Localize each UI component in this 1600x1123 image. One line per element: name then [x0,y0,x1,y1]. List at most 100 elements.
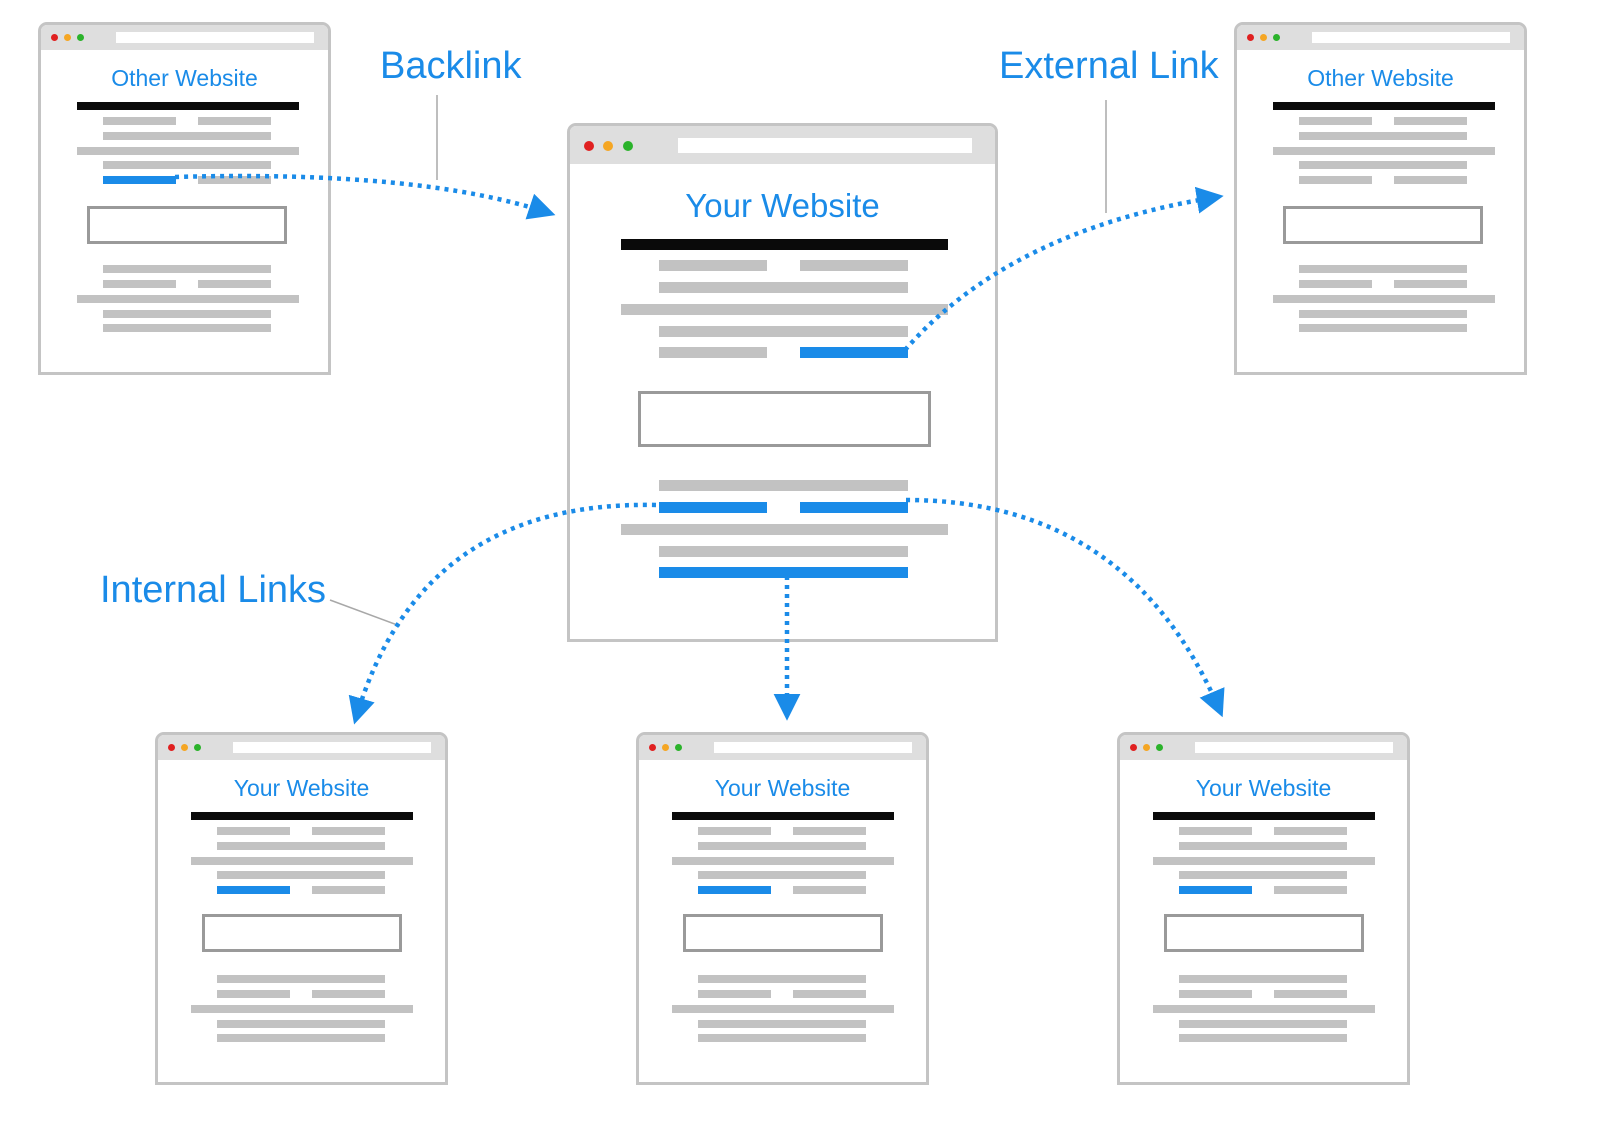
text-line [659,326,908,337]
close-dot-icon [1130,744,1137,751]
text-line [1179,990,1252,998]
your-website-window-main: Your Website [567,123,998,642]
text-line [1179,1034,1347,1042]
internal-link-anchor-right[interactable] [800,502,908,513]
browser-chrome [639,735,926,760]
window-title: Other Website [111,65,258,91]
address-bar [1312,32,1510,43]
text-line [800,260,908,271]
text-line [217,827,290,835]
internal-links-leader-line [329,599,401,627]
text-line [1273,147,1495,155]
text-line [77,147,299,155]
content-box [87,206,287,244]
text-line [198,117,271,125]
maximize-dot-icon [1273,34,1280,41]
browser-chrome [1120,735,1407,760]
heading-bar [621,239,948,250]
close-dot-icon [51,34,58,41]
browser-chrome [41,25,328,50]
browser-chrome [158,735,445,760]
text-line [1273,295,1495,303]
other-website-window-left: Other Website [38,22,331,375]
text-line [1153,857,1375,865]
text-line [659,546,908,557]
text-line [103,117,176,125]
text-line [659,347,767,358]
backlink-anchor[interactable] [103,176,176,184]
text-line [217,975,385,983]
text-line [698,975,866,983]
close-dot-icon [168,744,175,751]
text-line [698,1034,866,1042]
text-line [1299,176,1372,184]
external-link-label: External Link [999,45,1219,87]
text-line [217,842,385,850]
text-line [103,310,271,318]
text-line [312,886,385,894]
close-dot-icon [649,744,656,751]
text-line [1299,265,1467,273]
text-line [621,524,948,535]
text-line [217,871,385,879]
maximize-dot-icon [77,34,84,41]
text-line [103,324,271,332]
external-link-anchor[interactable] [800,347,908,358]
text-line [198,280,271,288]
heading-bar [1153,812,1375,820]
maximize-dot-icon [194,744,201,751]
text-line [659,282,908,293]
text-line [1274,886,1347,894]
text-line [1179,871,1347,879]
text-line [672,857,894,865]
text-line [1274,990,1347,998]
window-title: Your Website [1195,775,1332,801]
heading-bar [1273,102,1495,110]
heading-bar [191,812,413,820]
text-line [198,176,271,184]
your-website-window-bottom-left: Your Website [155,732,448,1085]
text-line [672,1005,894,1013]
window-title: Your Website [714,775,851,801]
text-line [1394,117,1467,125]
heading-bar [77,102,299,110]
text-line [1299,280,1372,288]
minimize-dot-icon [1143,744,1150,751]
text-line [1299,117,1372,125]
address-bar [1195,742,1393,753]
content-box [1164,914,1364,952]
content-box [1283,206,1483,244]
internal-link-anchor-bottom[interactable] [659,567,908,578]
text-line [793,990,866,998]
internal-link-anchor-left[interactable] [659,502,767,513]
text-line [103,161,271,169]
text-line [1179,842,1347,850]
text-line [1394,176,1467,184]
text-line [217,990,290,998]
other-website-window-right: Other Website [1234,22,1527,375]
text-line [1299,324,1467,332]
text-line [191,1005,413,1013]
maximize-dot-icon [1156,744,1163,751]
text-line [793,886,866,894]
content-box [683,914,883,952]
text-line [1299,310,1467,318]
link-anchor[interactable] [698,886,771,894]
address-bar [678,138,972,153]
text-line [698,842,866,850]
minimize-dot-icon [64,34,71,41]
text-line [1153,1005,1375,1013]
text-line [793,827,866,835]
text-line [1179,827,1252,835]
close-dot-icon [1247,34,1254,41]
link-anchor[interactable] [217,886,290,894]
text-line [659,260,767,271]
address-bar [714,742,912,753]
maximize-dot-icon [623,141,633,151]
browser-chrome [1237,25,1524,50]
link-anchor[interactable] [1179,886,1252,894]
minimize-dot-icon [1260,34,1267,41]
text-line [1274,827,1347,835]
window-title: Your Website [685,187,880,224]
text-line [698,871,866,879]
